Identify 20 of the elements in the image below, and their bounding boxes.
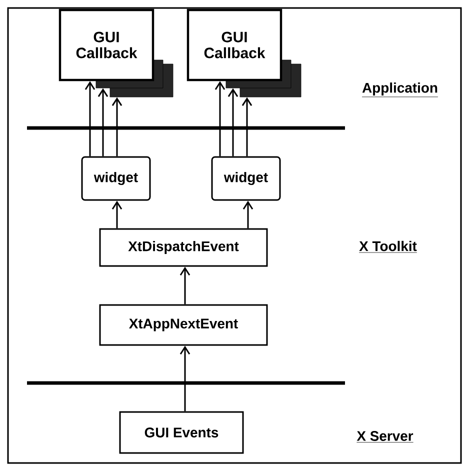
arrow: [242, 97, 252, 156]
widget-box: widget: [81, 156, 151, 201]
arrow: [112, 97, 122, 156]
arrow: [242, 200, 254, 228]
callback-box: GUI Callback: [186, 8, 282, 82]
callback-box: GUI Callback: [58, 8, 154, 82]
arrow: [180, 346, 190, 412]
process-box: XtAppNextEvent: [99, 304, 268, 346]
widget-box: widget: [211, 156, 281, 201]
layer-label: X Server: [356, 431, 414, 443]
arrow: [84, 81, 96, 156]
arrow: [112, 200, 122, 228]
layer-label: X Toolkit: [358, 240, 418, 253]
arrow: [98, 88, 108, 156]
arrow: [180, 266, 190, 304]
layer-label: Application: [362, 82, 438, 98]
arrow: [214, 81, 226, 156]
process-box: GUI Events: [119, 411, 244, 454]
arrow: [228, 88, 238, 156]
process-box: XtDispatchEvent: [99, 228, 268, 267]
